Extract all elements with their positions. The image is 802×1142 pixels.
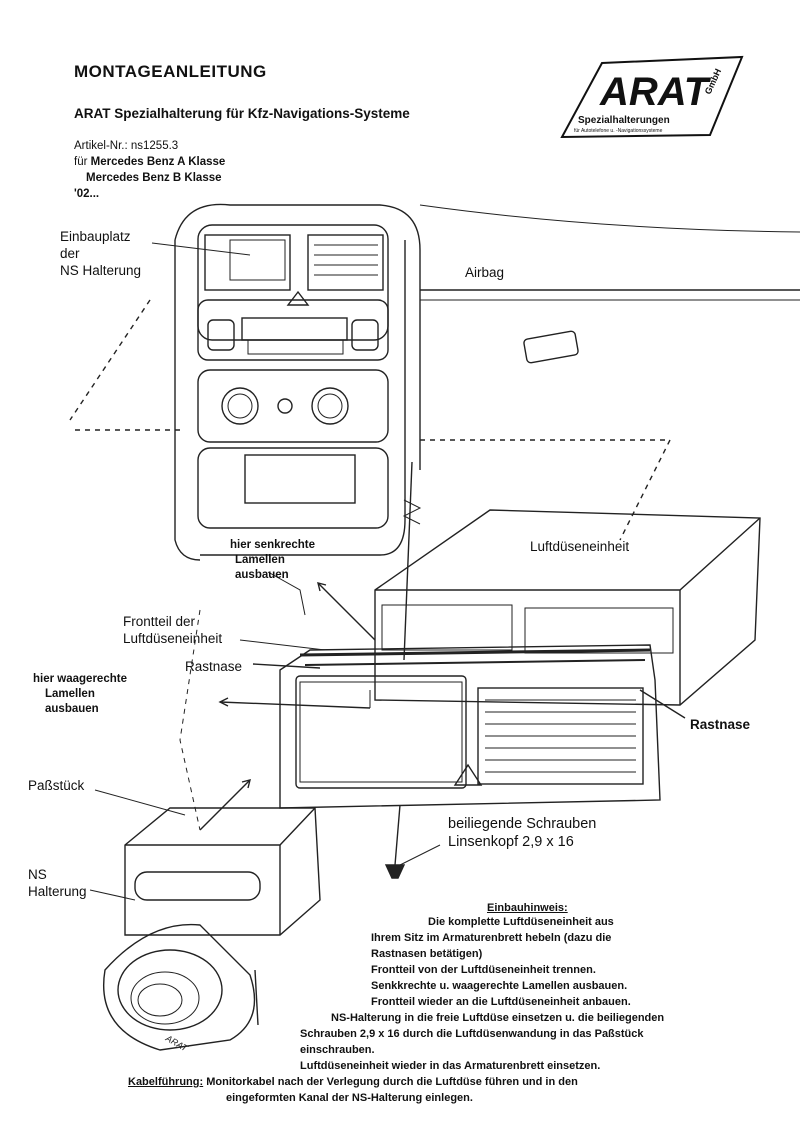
bracket-brand: ARAT <box>163 1033 190 1055</box>
arat-logo: ARAT GmbH Spezialhalterungen für Autotel… <box>560 55 745 140</box>
cable-routing-line-2: eingeformten Kanal der NS-Halterung einl… <box>226 1092 473 1104</box>
arat-logo-graphic: ARAT GmbH Spezialhalterungen für Autotel… <box>560 55 744 139</box>
instruction-line-2: Ihrem Sitz im Armaturenbrett hebeln (daz… <box>371 932 612 944</box>
vehicle-line-2: Mercedes Benz B Klasse <box>86 172 222 184</box>
airbag-marker <box>523 330 579 364</box>
instruction-line-9: einschrauben. <box>300 1044 375 1056</box>
label-schrauben: beiliegende Schrauben Linsenkopf 2,9 x 1… <box>448 816 597 850</box>
label-rastnase-right: Rastnase <box>690 717 751 732</box>
luftduese-box <box>374 509 761 706</box>
vent-grille-top <box>307 234 384 291</box>
radio-panel <box>197 299 389 361</box>
instruction-line-3: Rastnasen betätigen) <box>371 948 483 960</box>
label-airbag: Airbag <box>465 265 505 280</box>
article-number: Artikel-Nr.: ns1255.3 <box>74 140 179 152</box>
vehicle-2: Mercedes Benz B Klasse <box>86 172 222 184</box>
label-luftduese: Luftdüseneinheit <box>530 539 630 554</box>
instruction-line-7: NS-Halterung in die freie Luftdüse einse… <box>331 1012 665 1024</box>
for-prefix: für <box>74 156 88 168</box>
instructions-heading: Einbauhinweis: <box>487 902 568 914</box>
climate-panel <box>197 369 389 443</box>
label-frontteil: Frontteil der Luftdüseneinheit <box>123 614 223 646</box>
cable-routing-line-1: Kabelführung: Monitorkabel nach der Verl… <box>128 1076 578 1088</box>
storage-bay <box>197 447 389 529</box>
label-ns-halterung: NS Halterung <box>28 867 87 899</box>
year-range: '02... <box>74 188 100 200</box>
label-passstueck: Paßstück <box>28 778 85 793</box>
vehicle-1: Mercedes Benz A Klasse <box>90 156 226 168</box>
label-senkrecht: hier senkrechte Lamellen ausbauen <box>230 539 316 581</box>
label-rastnase-left: Rastnase <box>185 659 243 674</box>
instruction-line-6: Frontteil wieder an die Luftdüseneinheit… <box>371 996 631 1008</box>
passstueck-body <box>124 807 321 936</box>
instruction-line-1: Die komplette Luftdüseneinheit aus <box>428 916 614 928</box>
vehicle-line-1: für Mercedes Benz A Klasse <box>74 156 225 168</box>
front-vent-grille <box>477 687 644 785</box>
instruction-line-5: Senkkrechte u. waagerechte Lamellen ausb… <box>371 980 628 992</box>
instruction-line-4: Frontteil von der Luftdüseneinheit trenn… <box>371 964 596 976</box>
cable-routing-label: Kabelführung: <box>128 1076 204 1088</box>
logo-brand: ARAT <box>599 70 712 114</box>
label-einbauplatz: Einbauplatz der NS Halterung <box>60 229 142 278</box>
label-waagerecht: hier waagerechte Lamellen ausbauen <box>33 673 127 715</box>
instruction-line-8: Schrauben 2,9 x 16 durch die Luftdüsenwa… <box>300 1028 644 1040</box>
ns-bracket <box>103 923 256 1051</box>
console-outline-top <box>174 203 421 470</box>
instruction-line-10: Luftdüseneinheit wieder in das Armaturen… <box>300 1060 601 1072</box>
logo-line-2: für Autotelefone u. -Navigationssysteme <box>574 128 663 134</box>
logo-line-1: Spezialhalterungen <box>578 115 670 126</box>
page-title: MONTAGEANLEITUNG <box>74 62 267 81</box>
vent-unit-installed <box>197 224 389 341</box>
page-subtitle: ARAT Spezialhalterung für Kfz-Navigation… <box>74 106 410 121</box>
